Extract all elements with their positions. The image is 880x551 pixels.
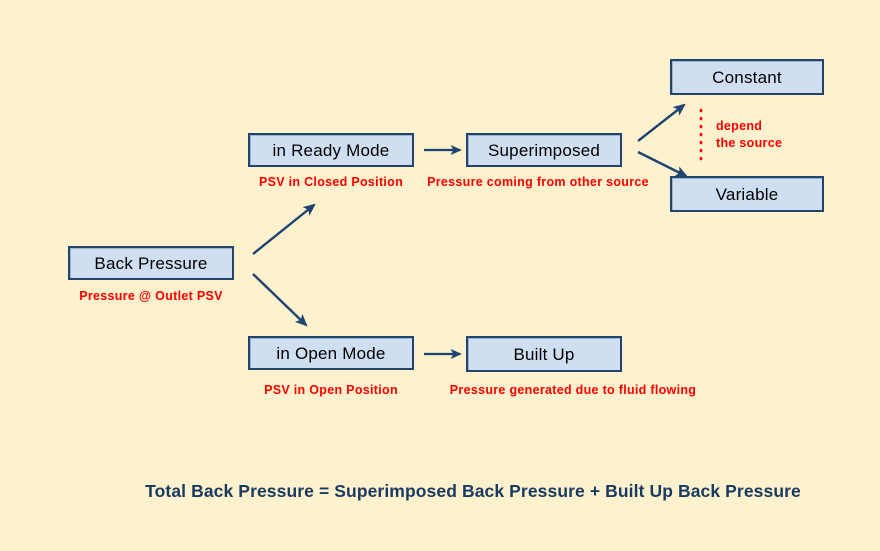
caption-superimposed: Pressure coming from other source (427, 175, 649, 189)
arrow-superimposed-to-constant (637, 103, 686, 142)
arrow-back-pressure-to-open-mode (252, 273, 308, 327)
caption-in-open-mode: PSV in Open Position (264, 383, 398, 397)
node-label: Superimposed (487, 140, 601, 160)
annotation-line-1: depend (716, 119, 763, 133)
node-label: Back Pressure (94, 253, 208, 273)
node-built-up[interactable]: Built Up (466, 336, 622, 372)
arrow-superimposed-to-variable (637, 150, 689, 178)
node-label: in Open Mode (276, 343, 386, 363)
node-in-open-mode[interactable]: in Open Mode (248, 336, 414, 370)
node-in-ready-mode[interactable]: in Ready Mode (248, 133, 414, 167)
caption-back-pressure: Pressure @ Outlet PSV (79, 289, 223, 303)
caption-in-ready-mode: PSV in Closed Position (258, 175, 404, 189)
caption-built-up: Pressure generated due to fluid flowing (449, 383, 697, 397)
node-superimposed[interactable]: Superimposed (466, 133, 622, 167)
footer-equation: Total Back Pressure = Superimposed Back … (145, 481, 801, 501)
node-label: Constant (712, 67, 782, 87)
node-back-pressure[interactable]: Back Pressure (68, 246, 234, 280)
arrow-back-pressure-to-ready-mode (252, 203, 316, 255)
node-constant[interactable]: Constant (670, 59, 824, 95)
annotation-line-2: the source (716, 135, 783, 150)
node-label: Variable (715, 184, 779, 204)
node-label: in Ready Mode (272, 140, 390, 160)
node-variable[interactable]: Variable (670, 176, 824, 212)
annotation-depend-the-source: depend the source (716, 118, 782, 152)
node-label: Built Up (513, 344, 575, 364)
